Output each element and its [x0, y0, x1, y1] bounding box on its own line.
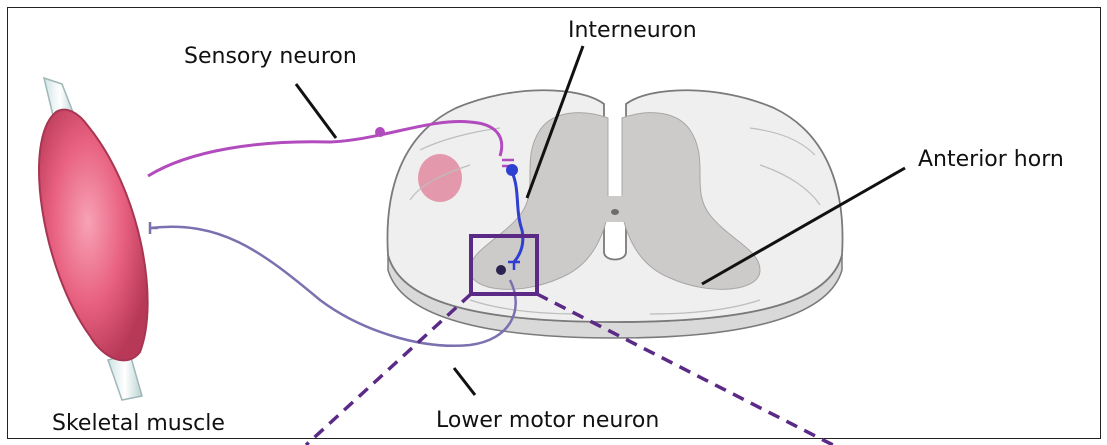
- muscle-belly: [39, 110, 148, 361]
- dorsal-root-spot: [418, 154, 462, 202]
- sensory-neuron-leader: [296, 84, 336, 138]
- interneuron-cell-body: [506, 164, 518, 176]
- lower-motor-neuron-leader: [454, 368, 475, 395]
- skeletal-muscle-label: Skeletal muscle: [52, 411, 225, 436]
- interneuron-label: Interneuron: [568, 18, 697, 43]
- anterior-horn-label: Anterior horn: [918, 147, 1064, 172]
- sensory-neuron-cell-body: [375, 127, 385, 137]
- skeletal-muscle: [39, 78, 148, 400]
- neuromuscular-junction: [150, 222, 158, 234]
- central-canal: [611, 209, 619, 215]
- spinal-cord-section: [387, 90, 842, 338]
- motor-neuron-cell-body: [496, 265, 506, 275]
- lower-motor-neuron-label: Lower motor neuron: [436, 408, 659, 433]
- sensory-neuron-label: Sensory neuron: [184, 44, 357, 69]
